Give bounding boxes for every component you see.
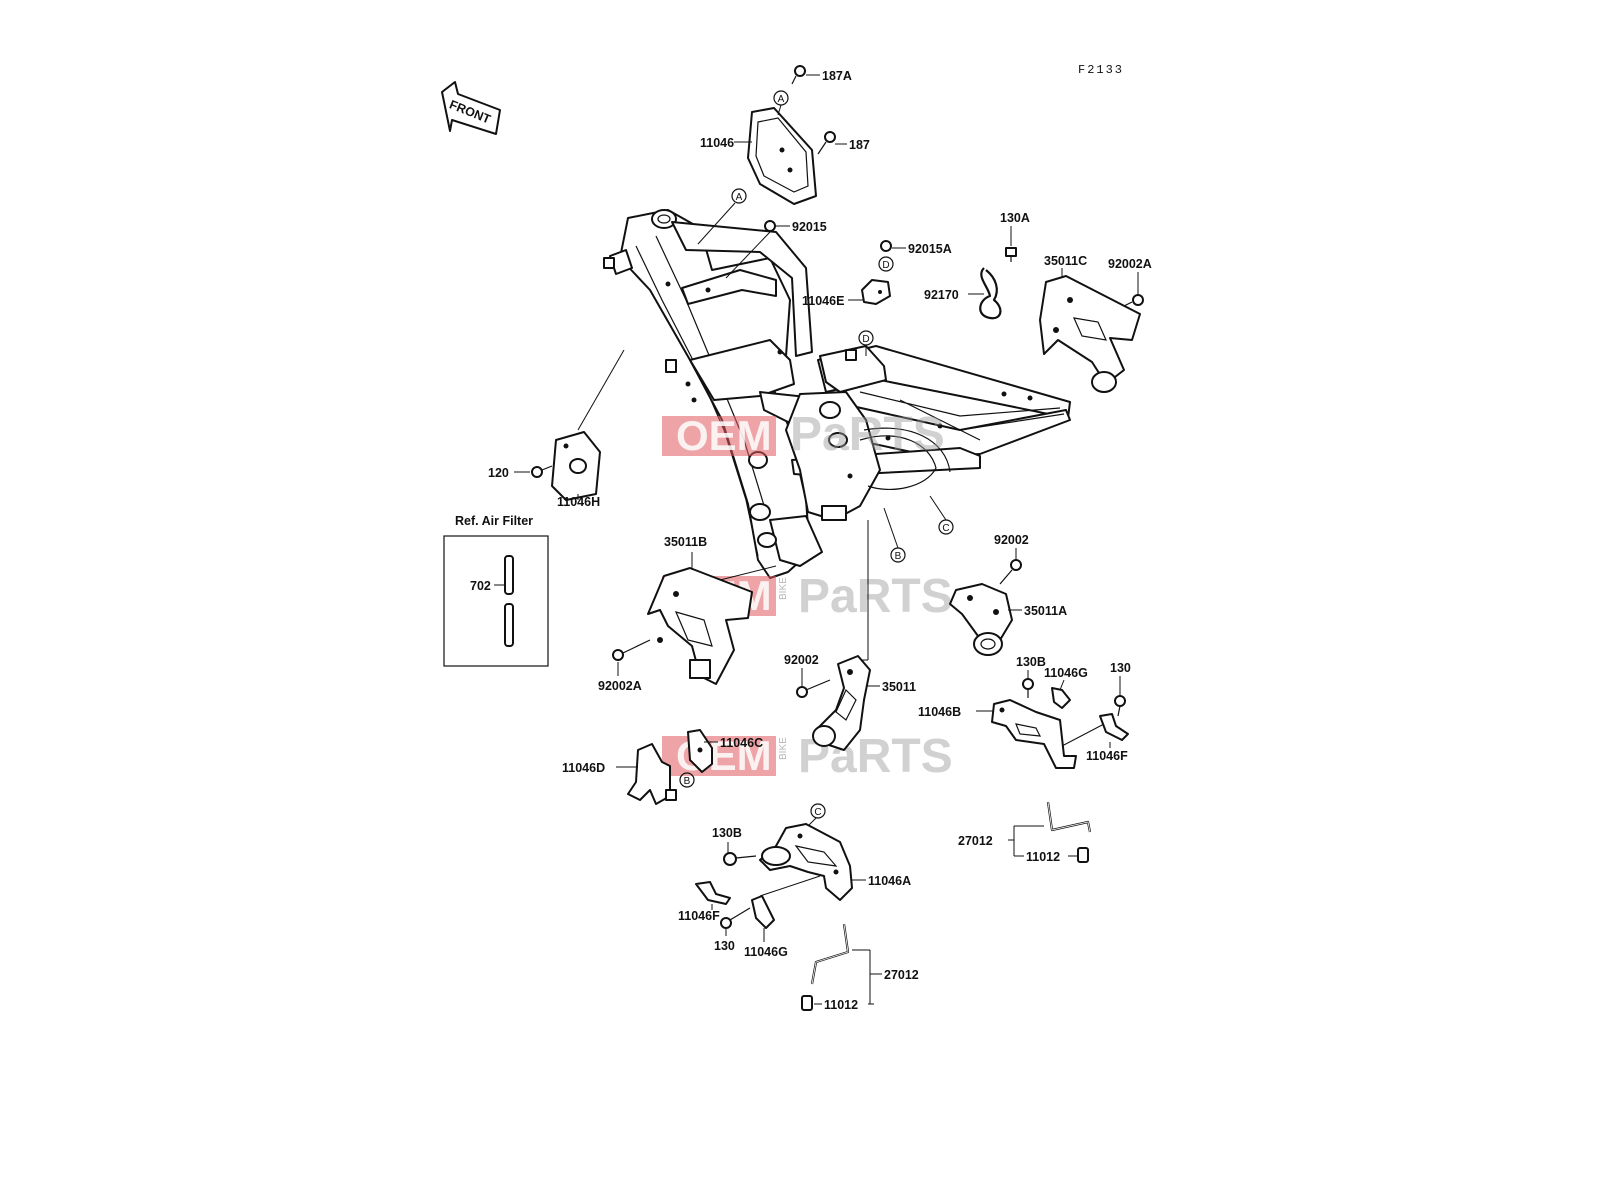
circle-D-upper: D [878, 256, 894, 272]
circle-B-frame: B [890, 547, 906, 563]
circle-A-top: A [773, 90, 789, 106]
main-frame [603, 209, 1071, 579]
part-11046G-right-clip [1051, 687, 1071, 709]
front-arrow-icon: FRONT [441, 81, 501, 135]
part-11012-low-cap [801, 995, 813, 1011]
bolt-187A [791, 65, 806, 85]
svg-text:B: B [895, 551, 902, 562]
label-11046H: 11046H [557, 495, 600, 509]
label-35011B: 35011B [664, 535, 707, 549]
bolt-92002-mid [796, 679, 831, 698]
label-11046-top: 11046 [700, 136, 734, 150]
label-92002A-top: 92002A [1108, 257, 1152, 271]
part-11046D-bracket [627, 743, 677, 805]
label-92002-mid: 92002 [784, 653, 819, 667]
watermark-brand-mid: BIKE [778, 737, 789, 760]
label-92002A-left: 92002A [598, 679, 642, 693]
bolt-187 [817, 131, 836, 155]
label-27012-low: 27012 [884, 968, 919, 982]
label-11012-low: 11012 [824, 998, 858, 1012]
bolt-130-low [720, 907, 751, 929]
nut-92015 [764, 220, 776, 232]
part-11046A-bracket [759, 823, 853, 901]
part-92170-clamp [979, 267, 1002, 320]
part-11046G-low-clip [751, 895, 775, 929]
part-11046E-clip [861, 279, 891, 305]
label-35011C: 35011C [1044, 254, 1087, 268]
label-120: 120 [488, 466, 509, 480]
bolt-92002A-left [612, 639, 651, 661]
label-11046C: 11046C [720, 736, 763, 750]
label-11012-right: 11012 [1026, 850, 1060, 864]
part-27012-low-hose [810, 923, 850, 985]
label-130A: 130A [1000, 211, 1030, 225]
label-11046E: 11046E [802, 294, 844, 308]
air-filter-reference-box: Ref. Air Filter 702 [443, 514, 549, 667]
bolt-92002-right [999, 559, 1022, 585]
svg-text:A: A [736, 192, 743, 203]
label-130-low: 130 [714, 939, 735, 953]
bolt-120 [531, 465, 553, 478]
part-35011A-footrest-bracket [949, 583, 1013, 656]
label-130-right: 130 [1110, 661, 1131, 675]
svg-text:D: D [862, 334, 869, 345]
part-11012-right-cap [1077, 847, 1089, 863]
circle-B-lower: B [679, 772, 695, 788]
part-11046B-bracket [991, 699, 1077, 769]
diagram-code: F2133 [1078, 63, 1124, 77]
nut-92015A [880, 240, 892, 252]
svg-text:C: C [814, 807, 821, 818]
part-35011C-footrest-bracket [1039, 275, 1141, 393]
bolt-130B-right [1022, 678, 1034, 698]
label-130B-right: 130B [1016, 655, 1046, 669]
part-11046C-clip [687, 729, 713, 773]
circle-A-frame: A [731, 188, 747, 204]
watermark-brand-right: PaRTS [798, 570, 953, 623]
label-35011: 35011 [882, 680, 916, 694]
label-187: 187 [849, 138, 870, 152]
part-35011B-footrest-bracket [647, 567, 753, 685]
label-92015: 92015 [792, 220, 827, 234]
label-11046G-right: 11046G [1044, 666, 1088, 680]
label-92170: 92170 [924, 288, 959, 302]
bolt-130A [1005, 247, 1017, 262]
label-11046B: 11046B [918, 705, 961, 719]
part-11046F-right-clip [1099, 713, 1129, 741]
svg-text:B: B [684, 776, 691, 787]
label-11046D: 11046D [562, 761, 605, 775]
bolt-130B-low [723, 852, 757, 866]
label-187A: 187A [822, 69, 852, 83]
label-11046G-low: 11046G [744, 945, 788, 959]
label-35011A: 35011A [1024, 604, 1067, 618]
watermark-upper: OEM PaRTS [662, 408, 945, 461]
bolt-130-right [1114, 695, 1126, 717]
label-92015A: 92015A [908, 242, 952, 256]
circle-C-frame: C [938, 519, 954, 535]
label-702: 702 [470, 579, 491, 593]
circle-C-lower: C [810, 803, 826, 819]
label-11046F-low: 11046F [678, 909, 720, 923]
svg-text:C: C [942, 523, 949, 534]
svg-text:D: D [882, 260, 889, 271]
air-filter-title: Ref. Air Filter [455, 514, 533, 528]
part-11046F-low-clip [695, 881, 731, 905]
watermark-brand-mid: BIKE [778, 577, 789, 600]
part-27012-right-hose [1046, 801, 1092, 833]
label-11046A: 11046A [868, 874, 911, 888]
watermark-brand-right: PaRTS [790, 408, 945, 461]
part-11046H-plate [551, 431, 601, 501]
watermark-brand-left: OEM [676, 412, 772, 459]
part-11046-top-bracket [747, 107, 817, 205]
label-130B-low: 130B [712, 826, 742, 840]
bolt-92002A-top [1123, 294, 1144, 307]
label-11046F-right: 11046F [1086, 749, 1128, 763]
svg-text:A: A [778, 94, 785, 105]
label-92002-right: 92002 [994, 533, 1029, 547]
circle-D-frame: D [858, 330, 874, 346]
part-35011-footrest-bracket [812, 655, 871, 751]
label-27012-right: 27012 [958, 834, 993, 848]
